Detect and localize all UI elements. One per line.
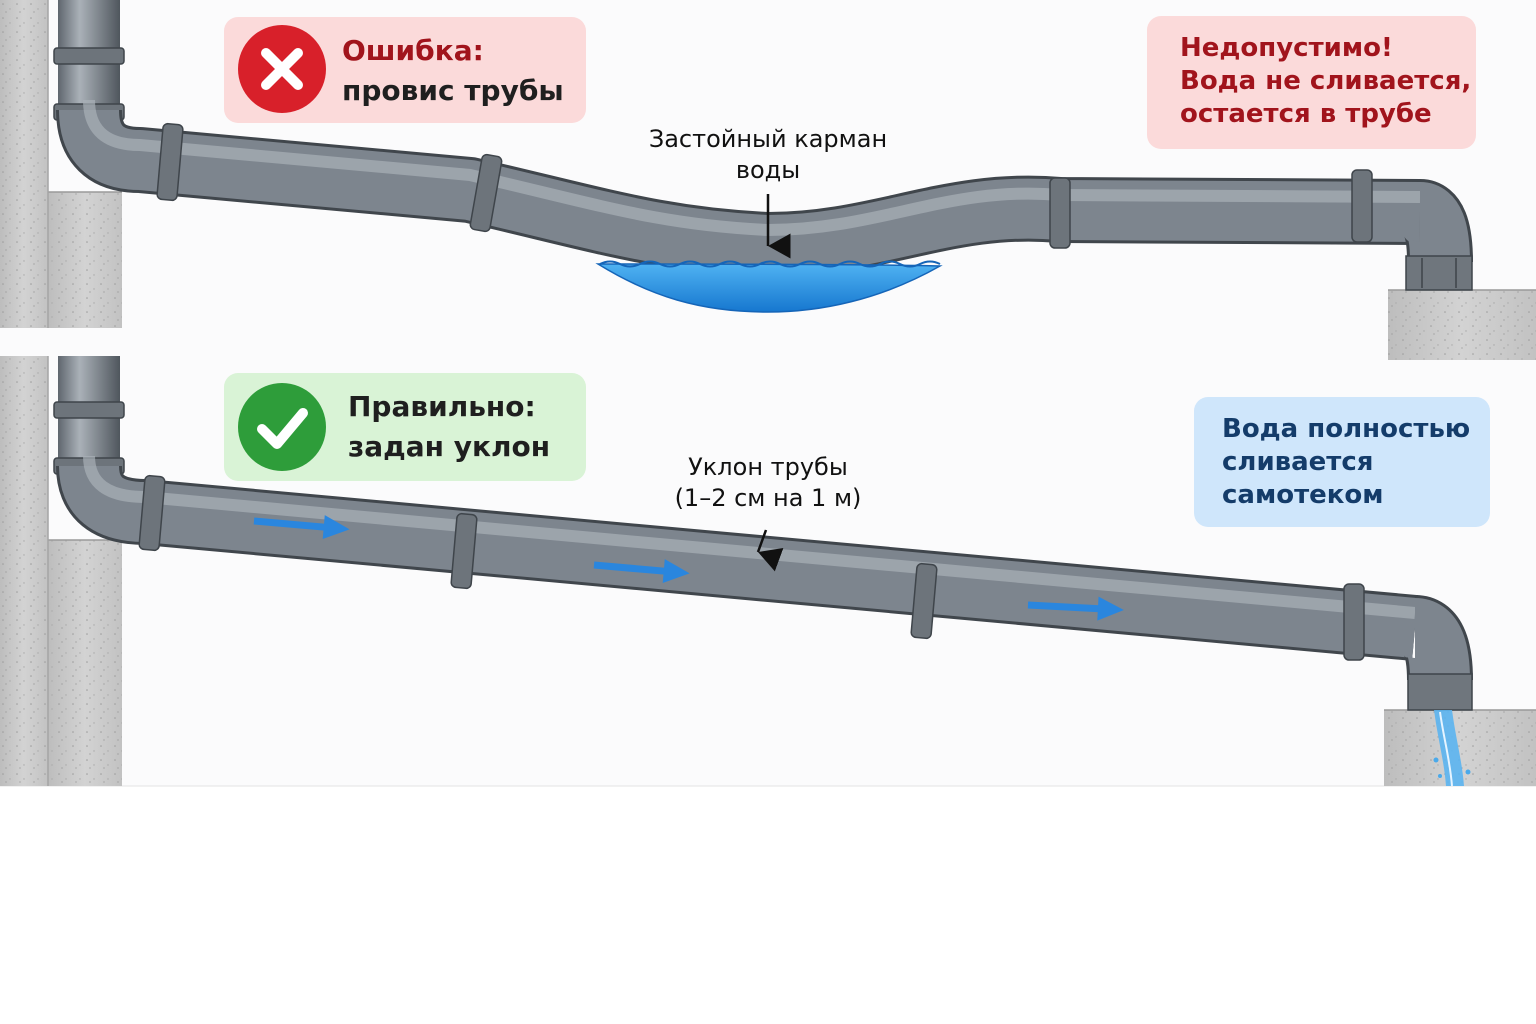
slope-pointer: [756, 529, 784, 572]
warning-line-1: Недопустимо!: [1180, 33, 1393, 63]
flow-arrows: [253, 515, 1124, 621]
slope-label: Уклон трубы (1–2 см на 1 м): [674, 453, 862, 512]
info-note: Вода полностью сливается самотеком: [1194, 397, 1490, 527]
flow-arrow-icon: [1027, 596, 1124, 621]
flow-arrow-icon: [593, 559, 690, 584]
correct-subtitle: задан уклон: [348, 430, 551, 463]
top-right-block: [1388, 289, 1536, 360]
bottom-left-wall: [0, 356, 122, 786]
sloped-pipe: [53, 356, 1473, 711]
info-line-1: Вода полностью: [1222, 414, 1471, 444]
stagnant-water: [595, 260, 943, 313]
correct-title: Правильно:: [348, 390, 536, 423]
info-line-2: сливается: [1222, 447, 1374, 477]
warning-line-3: остается в трубе: [1180, 99, 1432, 129]
top-left-wall: [0, 0, 122, 328]
water-outflow: [1433, 710, 1471, 787]
error-badge: Ошибка: провис трубы: [224, 17, 586, 123]
stagnant-pocket-label: Застойный карман воды: [648, 125, 888, 184]
info-line-3: самотеком: [1222, 480, 1384, 510]
cross-icon: [238, 25, 326, 113]
sagging-pipe: [53, 0, 1473, 291]
check-icon: [238, 383, 326, 471]
warning-line-2: Вода не сливается,: [1180, 66, 1472, 96]
flow-arrow-icon: [253, 515, 350, 540]
error-subtitle: провис трубы: [342, 74, 564, 107]
error-title: Ошибка:: [342, 34, 484, 67]
warning-note: Недопустимо! Вода не сливается, остается…: [1147, 16, 1476, 149]
correct-badge: Правильно: задан уклон: [224, 373, 586, 481]
